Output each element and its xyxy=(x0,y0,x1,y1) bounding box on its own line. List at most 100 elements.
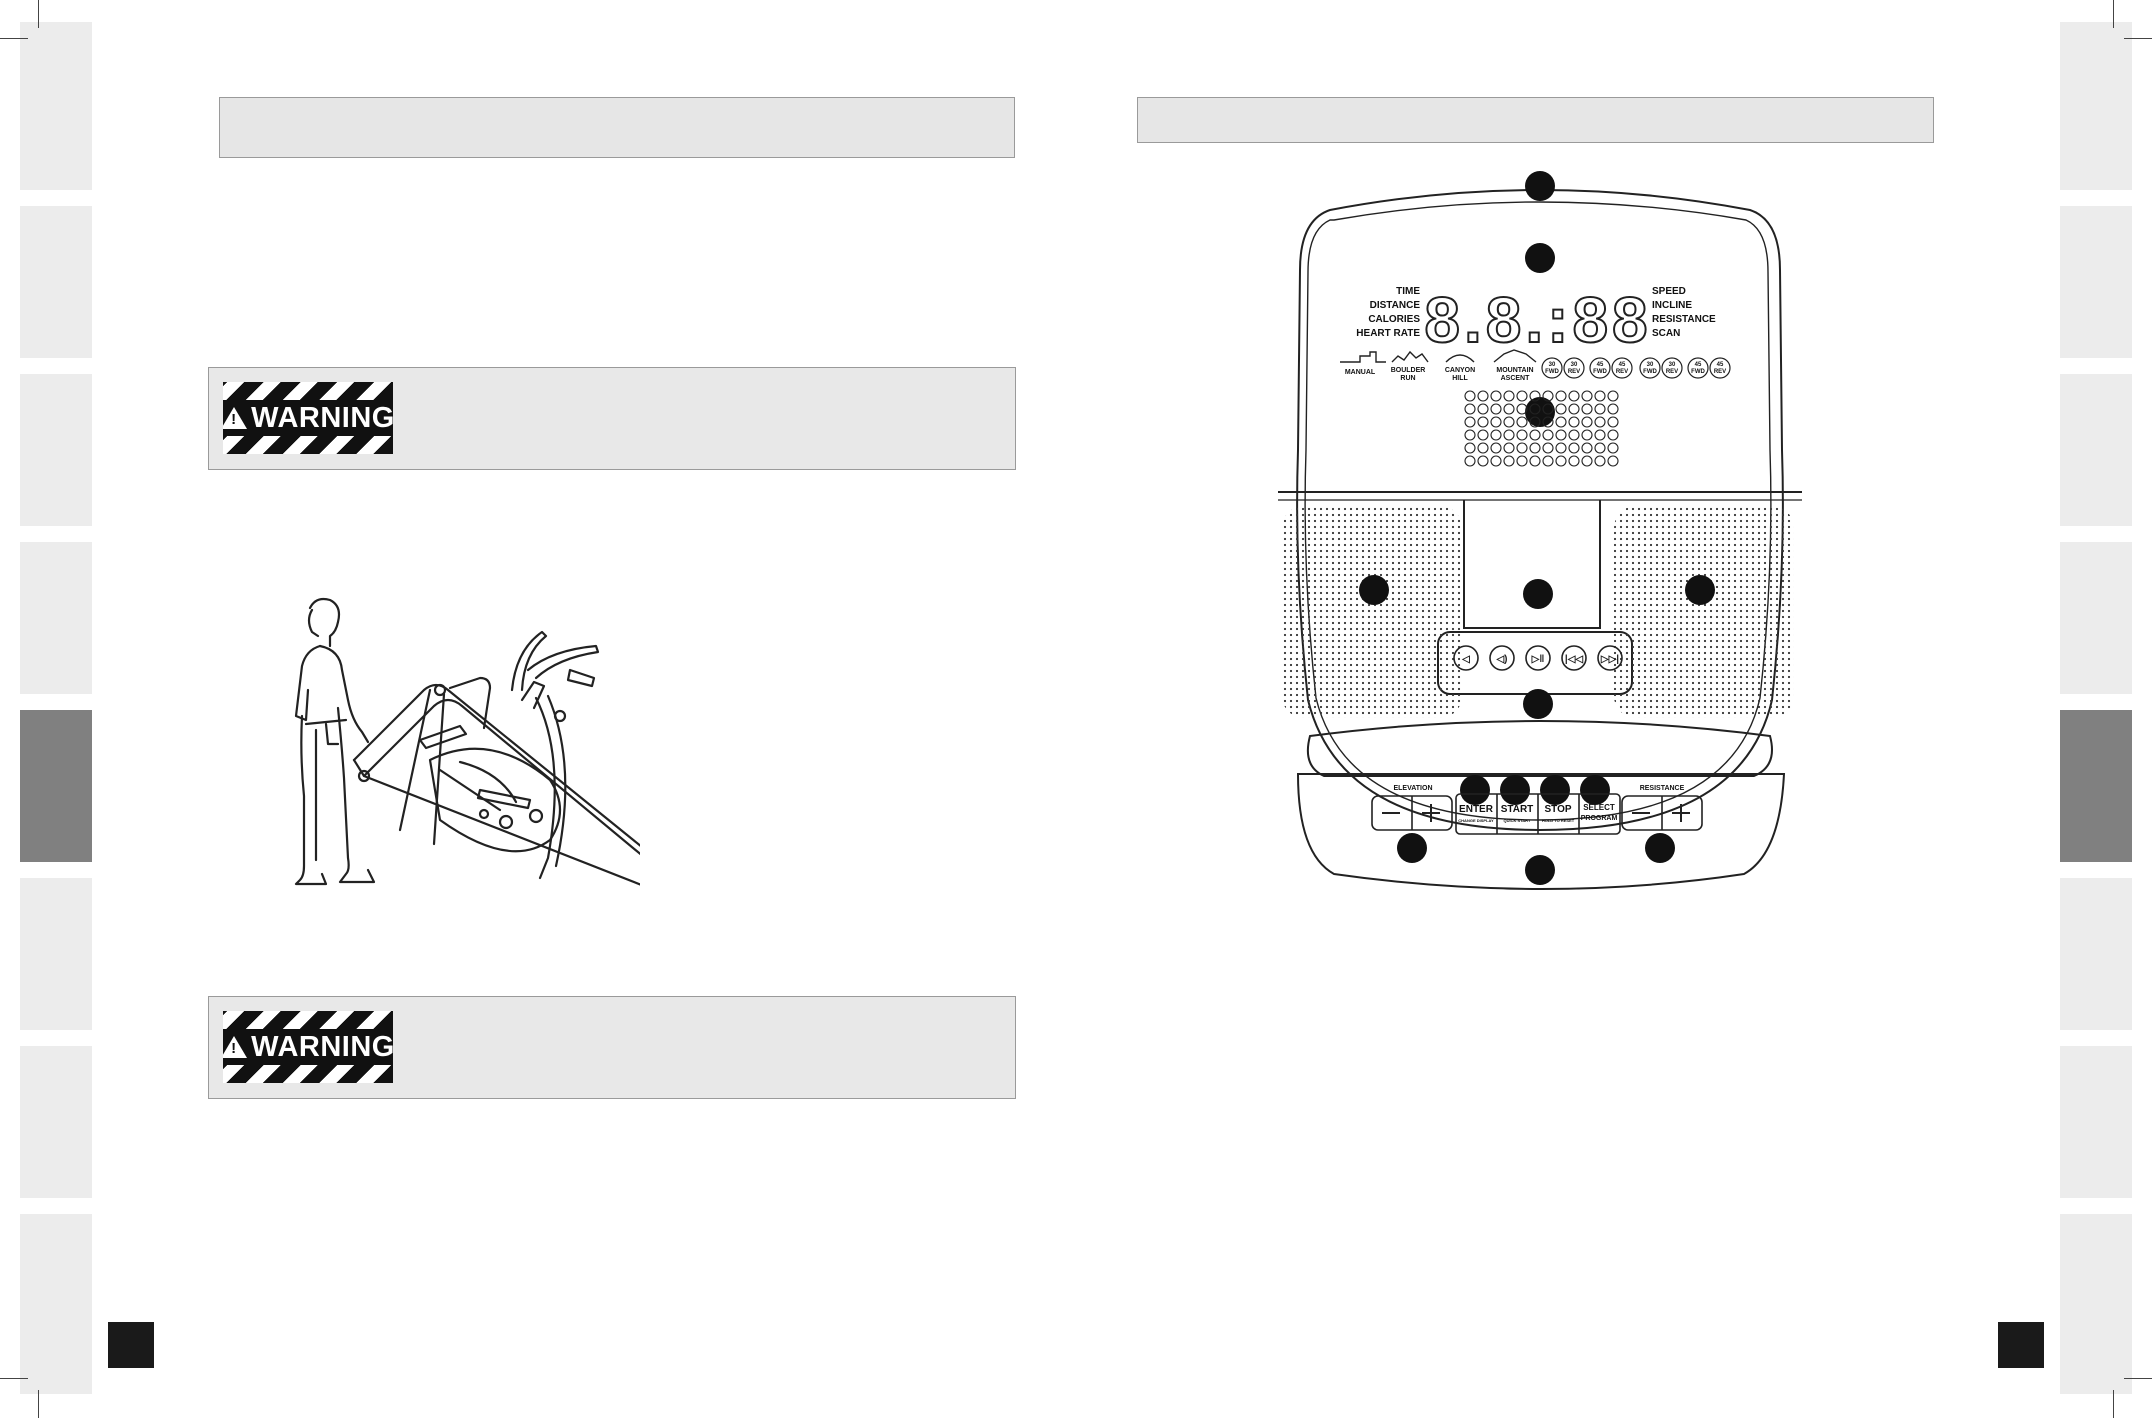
led-dot xyxy=(1542,429,1554,441)
svg-text:REV: REV xyxy=(1568,369,1580,375)
side-tab-active xyxy=(2060,710,2132,862)
svg-text:45: 45 xyxy=(1597,362,1604,368)
led-dot xyxy=(1477,429,1489,441)
display-label-resistance: RESISTANCE xyxy=(1652,314,1716,325)
display-label-speed: SPEED xyxy=(1652,286,1686,297)
led-dot xyxy=(1555,429,1567,441)
led-dot xyxy=(1503,429,1515,441)
led-dot xyxy=(1594,442,1606,454)
manual-profile-icon xyxy=(1340,351,1386,363)
led-dot xyxy=(1477,403,1489,415)
volume-down-button[interactable] xyxy=(1453,645,1479,671)
side-tab xyxy=(2060,878,2132,1030)
display-label-incline: INCLINE xyxy=(1652,300,1692,311)
display-label-heart-rate: HEART RATE xyxy=(1356,328,1420,339)
enter-button[interactable]: ENTER xyxy=(1459,804,1494,815)
resistance-up-button[interactable] xyxy=(1672,804,1690,822)
crop-mark xyxy=(38,0,39,28)
led-dot xyxy=(1581,442,1593,454)
led-dot xyxy=(1529,455,1541,467)
warning-text: WARNING xyxy=(251,1030,393,1063)
led-dot xyxy=(1607,442,1619,454)
seven-segment-display: 8.8.:88 xyxy=(1424,284,1651,356)
led-dot xyxy=(1516,390,1528,402)
display-label-scan: SCAN xyxy=(1652,328,1680,339)
led-dot xyxy=(1516,429,1528,441)
led-dot xyxy=(1542,390,1554,402)
led-dot xyxy=(1529,416,1541,428)
previous-track-icon: |◁◁ xyxy=(1565,654,1583,665)
warning-label: ! WARNING xyxy=(223,1011,393,1083)
led-dot xyxy=(1542,403,1554,415)
led-matrix xyxy=(1464,390,1619,467)
previous-track-button[interactable] xyxy=(1561,645,1587,671)
led-dot xyxy=(1503,442,1515,454)
led-dot xyxy=(1464,442,1476,454)
led-dot xyxy=(1555,442,1567,454)
led-dot xyxy=(1516,416,1528,428)
resistance-label: RESISTANCE xyxy=(1640,785,1685,792)
led-dot xyxy=(1607,403,1619,415)
start-button[interactable]: START xyxy=(1501,804,1534,815)
enter-button-sub: CHANGE DISPLAY xyxy=(1458,818,1494,823)
left-header-bar xyxy=(219,97,1015,158)
svg-text:45: 45 xyxy=(1619,362,1626,368)
elevation-up-button[interactable] xyxy=(1422,804,1440,822)
mountain-ascent-profile-icon xyxy=(1493,349,1537,363)
side-tab xyxy=(20,206,92,358)
svg-text:REV: REV xyxy=(1616,369,1628,375)
page-marker xyxy=(108,1322,154,1368)
led-dot xyxy=(1464,455,1476,467)
volume-up-button[interactable] xyxy=(1489,645,1515,671)
program-label-manual: MANUAL xyxy=(1345,369,1376,376)
led-dot xyxy=(1594,429,1606,441)
led-dot xyxy=(1490,403,1502,415)
crop-mark xyxy=(2113,0,2114,28)
warning-triangle-icon: ! xyxy=(223,407,248,429)
led-dot xyxy=(1607,416,1619,428)
led-dot xyxy=(1568,416,1580,428)
led-dot xyxy=(1490,429,1502,441)
led-dot xyxy=(1581,403,1593,415)
svg-text:30: 30 xyxy=(1669,362,1676,368)
led-dot xyxy=(1464,403,1476,415)
led-dot xyxy=(1464,390,1476,402)
led-dot xyxy=(1568,455,1580,467)
led-dot xyxy=(1581,390,1593,402)
page-marker xyxy=(1998,1322,2044,1368)
select-program-button[interactable]: SELECT xyxy=(1583,803,1615,812)
led-dot xyxy=(1542,455,1554,467)
program-label-ascent: ASCENT xyxy=(1501,375,1531,382)
led-dot xyxy=(1555,403,1567,415)
led-dot xyxy=(1581,429,1593,441)
led-dot xyxy=(1516,455,1528,467)
warning-box-2: ! WARNING xyxy=(208,996,1016,1099)
led-dot xyxy=(1503,390,1515,402)
display-label-calories: CALORIES xyxy=(1368,314,1420,325)
program-label-boulder: BOULDER xyxy=(1391,367,1426,374)
side-tab xyxy=(2060,1046,2132,1198)
led-dot xyxy=(1594,416,1606,428)
next-track-button[interactable] xyxy=(1597,645,1623,671)
led-dot xyxy=(1555,416,1567,428)
play-pause-button[interactable] xyxy=(1525,645,1551,671)
crop-mark xyxy=(2124,38,2152,39)
led-dot xyxy=(1516,442,1528,454)
svg-text:FWD: FWD xyxy=(1691,369,1705,375)
svg-text:REV: REV xyxy=(1714,369,1726,375)
crop-mark xyxy=(0,38,28,39)
stop-button[interactable]: STOP xyxy=(1544,804,1571,815)
led-dot xyxy=(1607,455,1619,467)
led-dot xyxy=(1477,455,1489,467)
led-dot xyxy=(1542,416,1554,428)
volume-up-icon: ◁) xyxy=(1495,654,1507,665)
led-dot xyxy=(1594,390,1606,402)
svg-text:FWD: FWD xyxy=(1545,369,1559,375)
led-dot xyxy=(1503,403,1515,415)
svg-text:30: 30 xyxy=(1647,362,1654,368)
side-tab xyxy=(20,1214,92,1394)
side-tab xyxy=(20,374,92,526)
